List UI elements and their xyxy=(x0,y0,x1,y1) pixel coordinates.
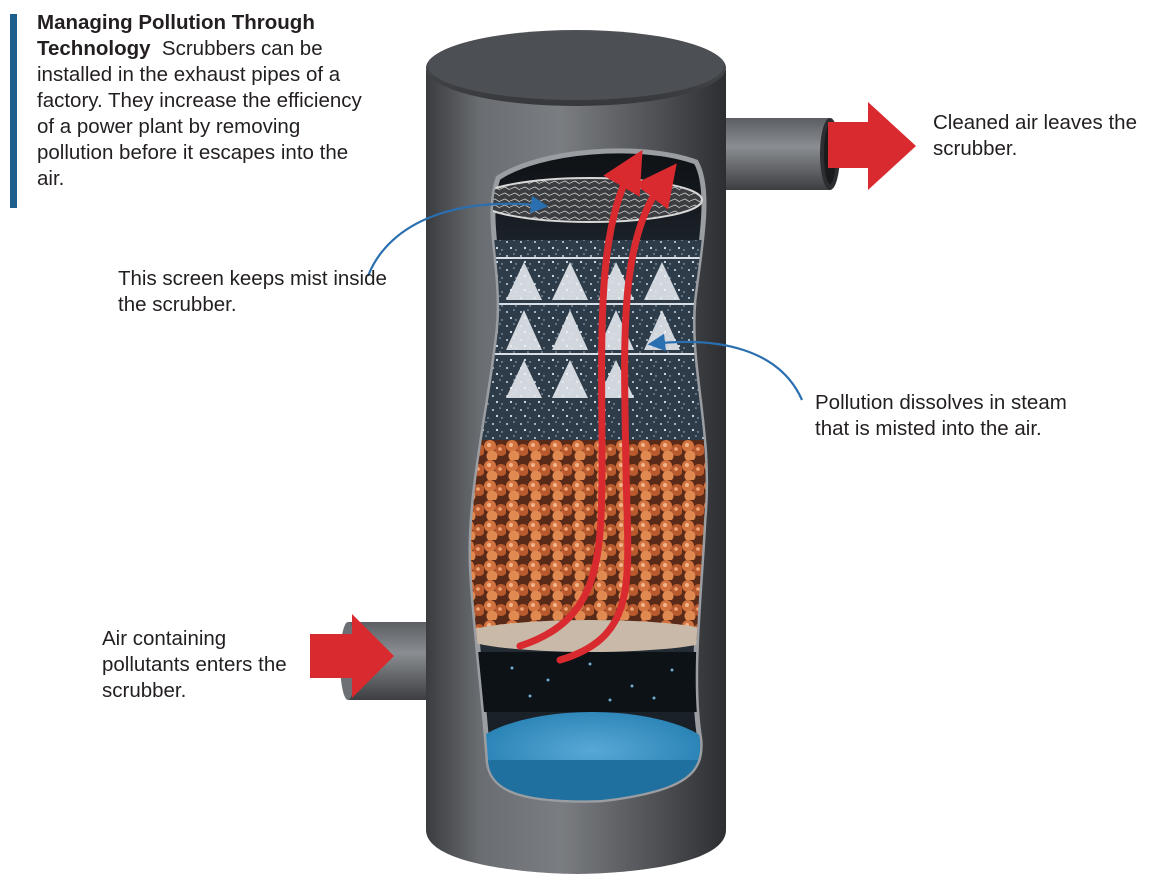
spray-rows xyxy=(480,257,706,355)
outlet-pipe xyxy=(720,118,840,190)
intro-body: Scrubbers can be installed in the exhaus… xyxy=(37,37,362,190)
intro-accent-bar xyxy=(10,14,17,208)
outlet-label: Cleaned air leaves the scrubber. xyxy=(933,111,1137,160)
mist-screen xyxy=(477,177,703,223)
intro-heading: Managing Pollution Through Technology xyxy=(37,11,315,60)
mist-spray-zone xyxy=(470,240,706,450)
inlet-label: Air containing pollutants enters the scr… xyxy=(102,627,287,702)
cutaway-interior xyxy=(468,148,709,803)
packing-media xyxy=(470,440,706,640)
screen-callout-line xyxy=(366,195,549,277)
outlet-arrow xyxy=(828,102,916,190)
dissolves-label: Pollution dissolves in steam that is mis… xyxy=(815,391,1067,440)
airflow-arrow-left xyxy=(516,149,643,650)
inlet-arrow xyxy=(310,614,394,698)
dissolves-callout-line xyxy=(647,333,804,401)
airflow-arrow-right xyxy=(556,163,677,664)
intro-text: Managing Pollution Through Technology Sc… xyxy=(37,10,372,192)
screen-label: This screen keeps mist inside the scrubb… xyxy=(118,267,387,316)
airflow-arrows-internal xyxy=(516,149,677,664)
